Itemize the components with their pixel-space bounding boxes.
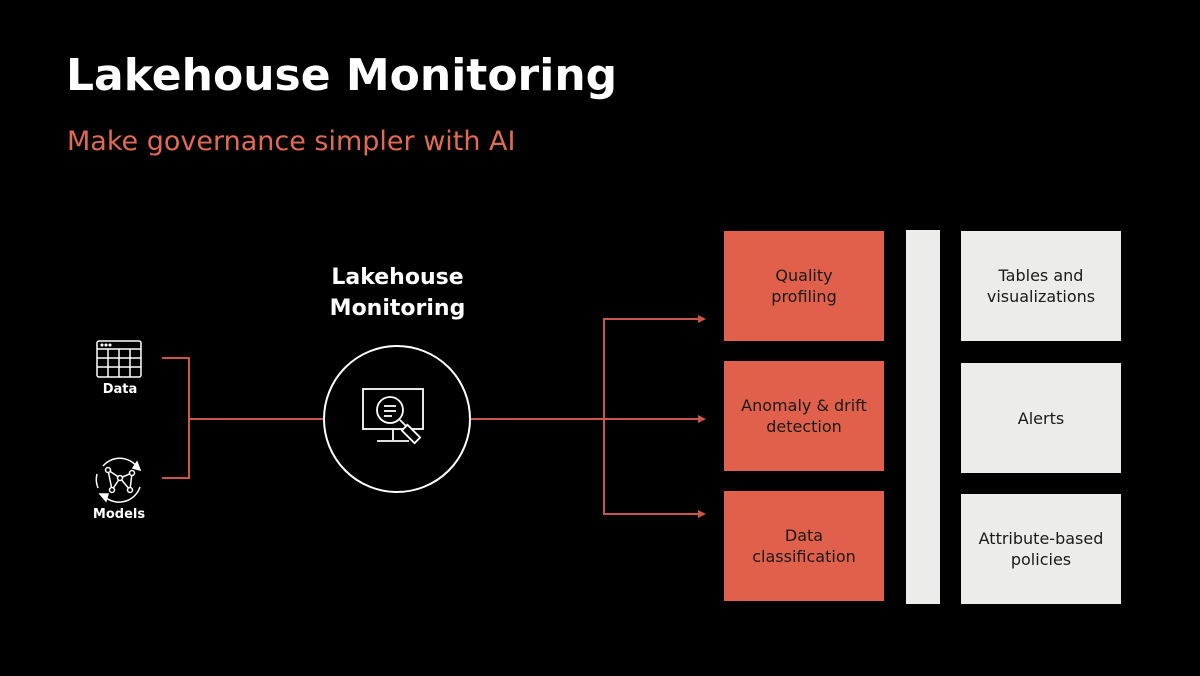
- monitor-magnifier-icon: [362, 388, 424, 445]
- capability-anomaly-drift-detection: Anomaly & drift detection: [724, 361, 884, 471]
- capability-label: Anomaly & drift detection: [741, 396, 867, 436]
- models-label: Models: [92, 507, 146, 522]
- data-label: Data: [102, 382, 138, 397]
- table-icon: [96, 340, 142, 378]
- capability-data-classification: Data classification: [724, 491, 884, 601]
- output-connector-lines: [470, 318, 700, 515]
- capability-label: Data classification: [752, 526, 856, 566]
- output-tables-visualizations: Tables and visualizations: [961, 231, 1121, 341]
- output-label: Alerts: [1017, 408, 1065, 428]
- slide-title: Lakehouse Monitoring: [66, 50, 618, 101]
- capability-quality-profiling: Quality profiling: [724, 231, 884, 341]
- output-attribute-based-policies: Attribute-based policies: [961, 494, 1121, 604]
- output-label: Attribute-based policies: [978, 529, 1104, 569]
- arrowheads: [698, 315, 706, 518]
- capability-label: Quality profiling: [771, 266, 837, 306]
- output-label: Tables and visualizations: [986, 266, 1096, 306]
- network-models-icon: [95, 457, 142, 503]
- output-alerts: Alerts: [961, 363, 1121, 473]
- input-connector-lines: [162, 357, 324, 479]
- separator-bar: [906, 230, 940, 604]
- center-title: Lakehouse Monitoring: [329, 265, 466, 321]
- slide-subtitle: Make governance simpler with AI: [67, 126, 516, 157]
